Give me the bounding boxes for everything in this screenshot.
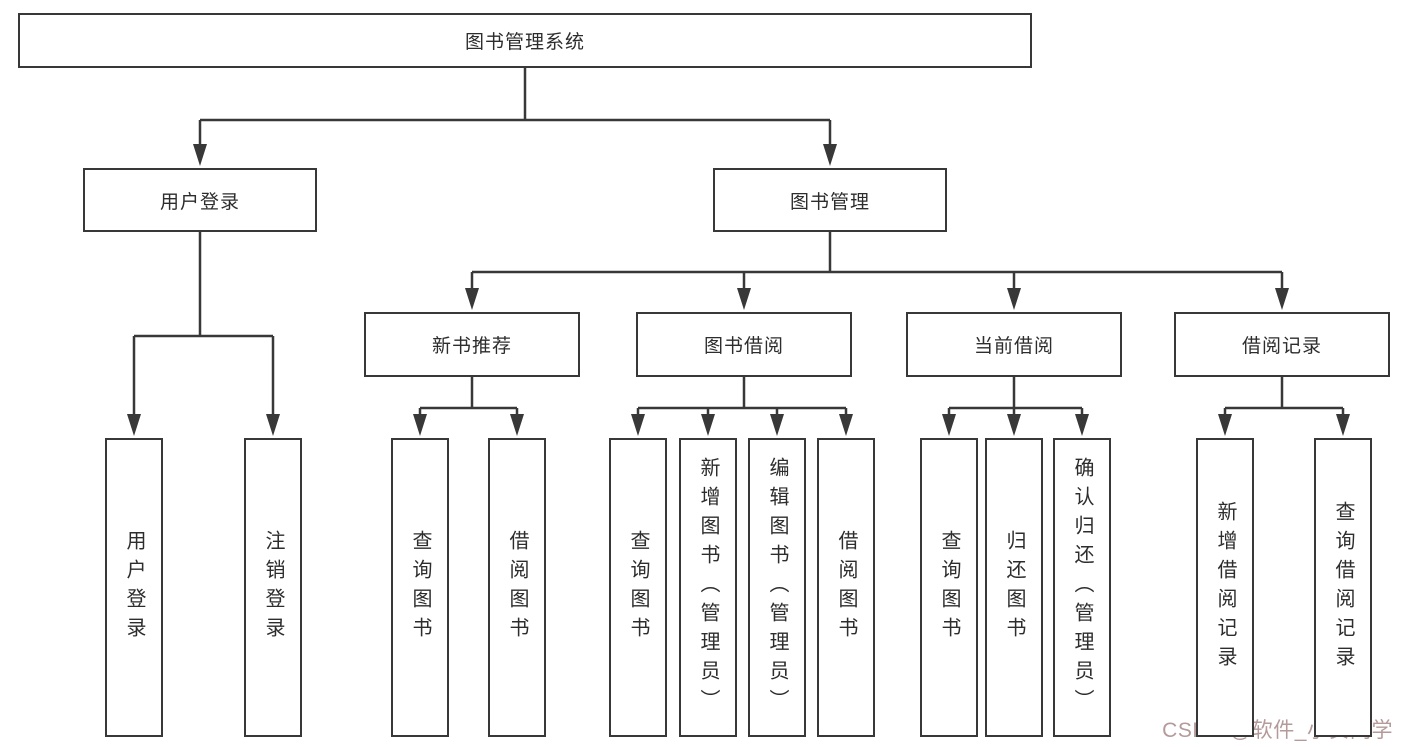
node-borrow: 图书借阅 [636,312,852,377]
node-nb-query: 查询图书 [391,438,449,737]
node-label: 查询图书 [938,529,960,646]
node-label: 查询图书 [409,529,431,646]
node-bw-query: 查询图书 [609,438,667,737]
node-label: 确认归还（管理员） [1071,457,1093,718]
node-root: 图书管理系统 [18,13,1032,68]
node-nb-borrow: 借阅图书 [488,438,546,737]
node-label: 用户登录 [159,191,240,213]
node-cur-query: 查询图书 [920,438,978,737]
edge-arrowheads-current [942,414,1089,436]
node-label: 借阅图书 [835,529,857,646]
edge-arrowheads-bookmgmt [465,288,1289,310]
edge-lines-borrow [636,377,848,420]
node-cur-return: 归还图书 [985,438,1043,737]
node-rec-query: 查询借阅记录 [1314,438,1372,737]
edge-lines-records [1223,377,1345,420]
node-label: 注销登录 [262,529,284,646]
node-label: 新书推荐 [431,336,512,357]
edge-lines-root [198,68,832,150]
edge-arrowheads-root [193,144,837,166]
node-records: 借阅记录 [1174,312,1390,377]
node-newbook: 新书推荐 [364,312,580,377]
node-bw-edit: 编辑图书（管理员） [748,438,806,737]
node-current: 当前借阅 [906,312,1122,377]
node-label: 查询图书 [627,529,649,646]
node-bw-borrow: 借阅图书 [817,438,875,737]
node-label: 借阅图书 [506,529,528,646]
edge-lines-current [947,377,1084,420]
edge-lines-login [132,232,275,420]
node-label: 图书管理系统 [464,32,585,53]
node-label: 用户登录 [123,529,145,646]
node-label: 当前借阅 [973,336,1054,357]
node-label: 图书管理 [789,191,870,213]
node-login: 用户登录 [83,168,317,232]
node-label: 编辑图书（管理员） [766,457,788,718]
node-login-user: 用户登录 [105,438,163,737]
edge-arrowheads-borrow [631,414,853,436]
node-rec-add: 新增借阅记录 [1196,438,1254,737]
edge-arrowheads-records [1218,414,1350,436]
node-label: 借阅记录 [1241,336,1322,357]
node-label: 归还图书 [1003,529,1025,646]
node-login-logout: 注销登录 [244,438,302,737]
node-cur-confirm: 确认归还（管理员） [1053,438,1111,737]
node-label: 图书借阅 [703,336,784,357]
node-label: 新增借阅记录 [1214,500,1236,675]
node-bookmgmt: 图书管理 [713,168,947,232]
node-label: 查询借阅记录 [1332,500,1354,675]
edge-lines-newbook [418,377,519,420]
node-label: 新增图书（管理员） [697,457,719,718]
node-bw-add: 新增图书（管理员） [679,438,737,737]
edge-arrowheads-login [127,414,280,436]
edge-arrowheads-newbook [413,414,524,436]
edge-lines-bookmgmt [470,232,1284,294]
